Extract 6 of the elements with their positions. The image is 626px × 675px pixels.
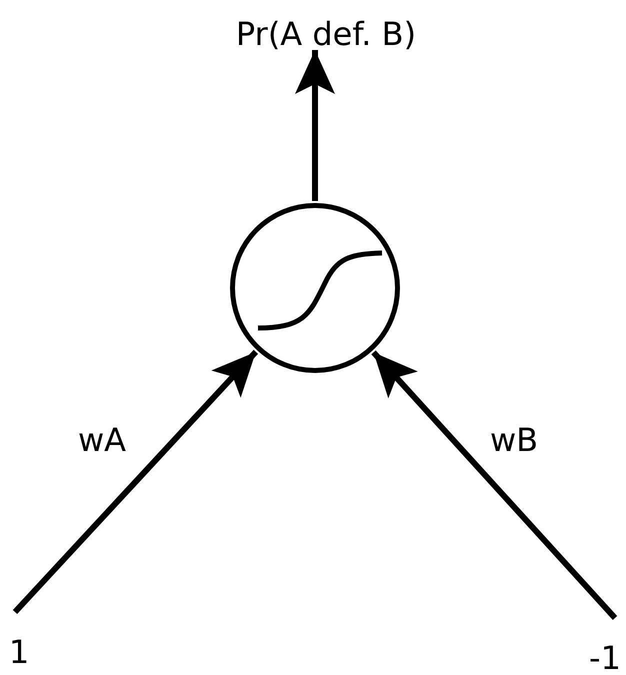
output-label: 1 (2, 612, 36, 668)
output-label: -1 (584, 618, 626, 674)
output-label: Pr(A def. B) (195, 6, 457, 50)
arrow (295, 50, 335, 201)
arrow (12, 350, 258, 614)
arrow (371, 350, 618, 620)
